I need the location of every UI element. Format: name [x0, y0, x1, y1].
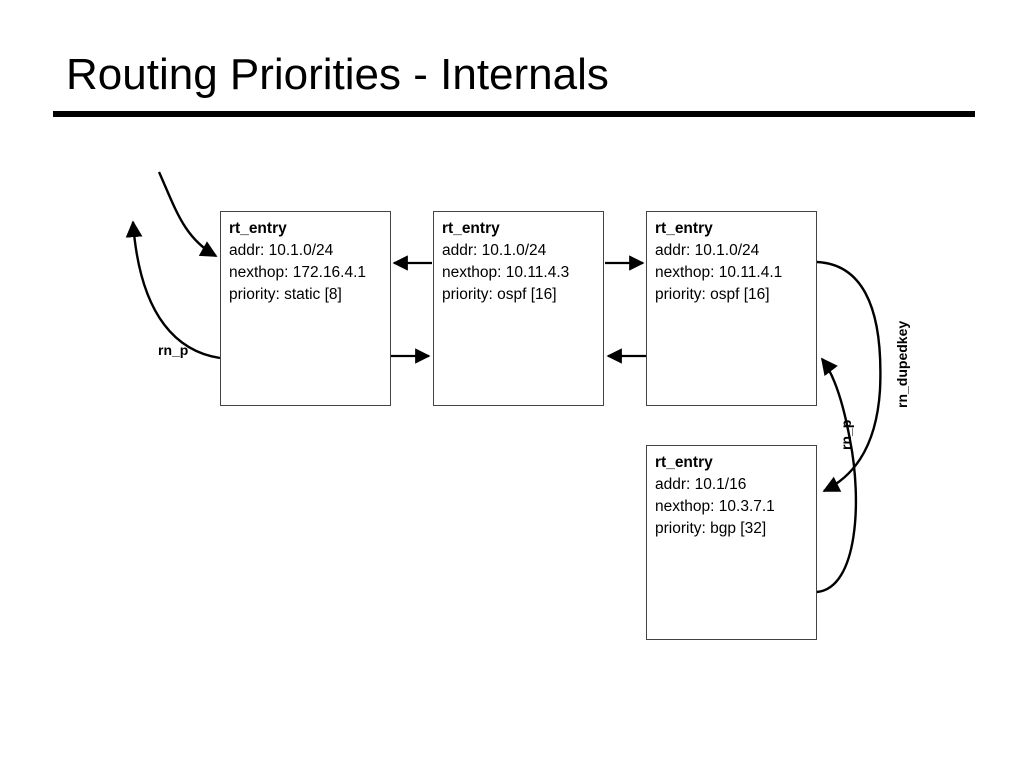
node-field-addr: addr: 10.1.0/24 — [442, 242, 547, 259]
node-field-priority: priority: ospf [16] — [442, 286, 557, 303]
node-field-addr: addr: 10.1/16 — [655, 476, 747, 493]
node-field-priority: priority: ospf [16] — [655, 286, 770, 303]
edge-rn-p-right — [816, 357, 858, 594]
node-rt-entry-1[interactable]: rt_entry addr: 10.1.0/24 nexthop: 172.16… — [220, 211, 391, 406]
edge-rn-p-left — [125, 220, 221, 360]
node-rt-entry-4[interactable]: rt_entry addr: 10.1/16 nexthop: 10.3.7.1… — [646, 445, 817, 640]
edge-rn-dupedkey — [816, 260, 882, 493]
edge-label-rn-p-right: rn_p — [838, 419, 854, 450]
node-field-nexthop: nexthop: 10.11.4.1 — [655, 264, 783, 281]
edge-incoming-top — [157, 171, 218, 258]
node-field-priority: priority: static [8] — [229, 286, 342, 303]
node-field-addr: addr: 10.1.0/24 — [655, 242, 760, 259]
node-struct-name: rt_entry — [655, 454, 713, 471]
title-underline-rule — [53, 111, 975, 117]
page-title: Routing Priorities - Internals — [66, 50, 609, 99]
node-struct-name: rt_entry — [229, 220, 287, 237]
node-field-addr: addr: 10.1.0/24 — [229, 242, 334, 259]
edge-label-rn-p-left: rn_p — [158, 342, 189, 358]
node-field-nexthop: nexthop: 172.16.4.1 — [229, 264, 367, 281]
node-struct-name: rt_entry — [655, 220, 713, 237]
node-field-priority: priority: bgp [32] — [655, 520, 767, 537]
node-rt-entry-3[interactable]: rt_entry addr: 10.1.0/24 nexthop: 10.11.… — [646, 211, 817, 406]
edge-label-rn-dupedkey: rn_dupedkey — [894, 320, 910, 408]
node-field-nexthop: nexthop: 10.3.7.1 — [655, 498, 775, 515]
node-rt-entry-2[interactable]: rt_entry addr: 10.1.0/24 nexthop: 10.11.… — [433, 211, 604, 406]
node-struct-name: rt_entry — [442, 220, 500, 237]
node-field-nexthop: nexthop: 10.11.4.3 — [442, 264, 570, 281]
